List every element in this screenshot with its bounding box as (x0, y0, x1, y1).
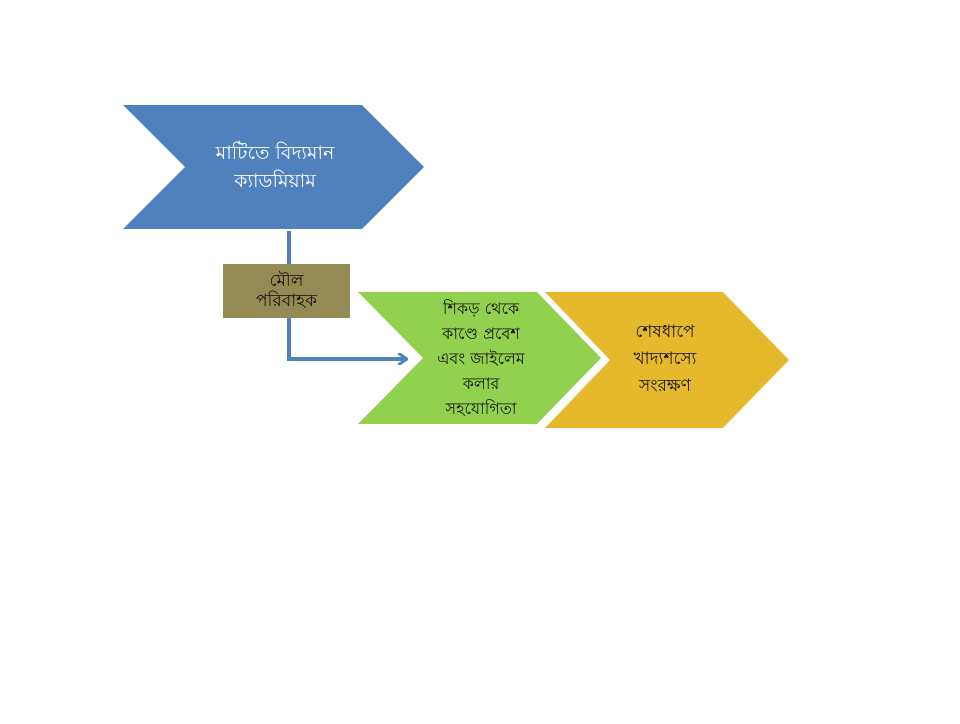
soil-cadmium-chevron (123, 105, 424, 229)
grain-storage-label: শেষধাপে খাদ্যশস্যে সংরক্ষণ (633, 321, 697, 396)
soil-cadmium-label: মাটিতে বিদ্যমান ক্যাডমিয়াম (215, 142, 335, 192)
elemental-carrier-box (223, 264, 350, 318)
grain-storage-chevron (545, 292, 789, 428)
root-to-stem-chevron (358, 292, 601, 424)
root-to-stem-label: শিকড় থেকে কাণ্ডে প্রবেশ এবং জাইলেম কলার… (437, 298, 525, 418)
elemental-carrier-label: মৌল পরিবাহক (256, 271, 317, 311)
